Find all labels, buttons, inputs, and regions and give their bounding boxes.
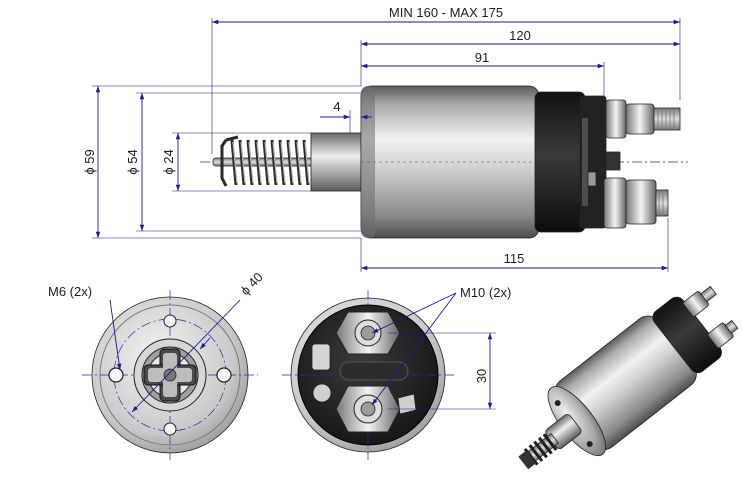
- return-spring: [230, 139, 310, 186]
- plunger-offset-label: 4: [333, 99, 340, 114]
- end-cap: [534, 91, 586, 233]
- length-120-label: 120: [509, 28, 531, 43]
- mount-holes-label: M6 (2x): [48, 284, 92, 299]
- length-91-label: 91: [475, 50, 489, 65]
- overall-length-label: MIN 160 - MAX 175: [389, 5, 503, 20]
- lower-terminal: [603, 177, 669, 229]
- rear-view: M10 (2x) 30: [282, 285, 511, 460]
- length-115-label: 115: [504, 251, 525, 266]
- bolt-circle-label: ϕ 40: [237, 269, 265, 298]
- mount-hole-left: [108, 367, 124, 383]
- side-view: MIN 160 - MAX 175 120 91 4 115 ϕ 59 ϕ 54: [82, 5, 688, 272]
- diameter-59-label: ϕ 59: [82, 149, 97, 174]
- upper-terminal: [605, 99, 681, 139]
- terminal-spacing-label: 30: [474, 369, 489, 383]
- front-view: M6 (2x) ϕ 40: [48, 269, 266, 460]
- plunger-hub: [310, 132, 362, 192]
- terminals-label: M10 (2x): [460, 285, 511, 300]
- diameter-24-label: ϕ 24: [161, 149, 176, 174]
- diameter-54-label: ϕ 54: [125, 149, 140, 174]
- mount-hole-right: [216, 367, 232, 383]
- spring-retainer: [220, 139, 228, 187]
- isometric-view: [518, 285, 739, 470]
